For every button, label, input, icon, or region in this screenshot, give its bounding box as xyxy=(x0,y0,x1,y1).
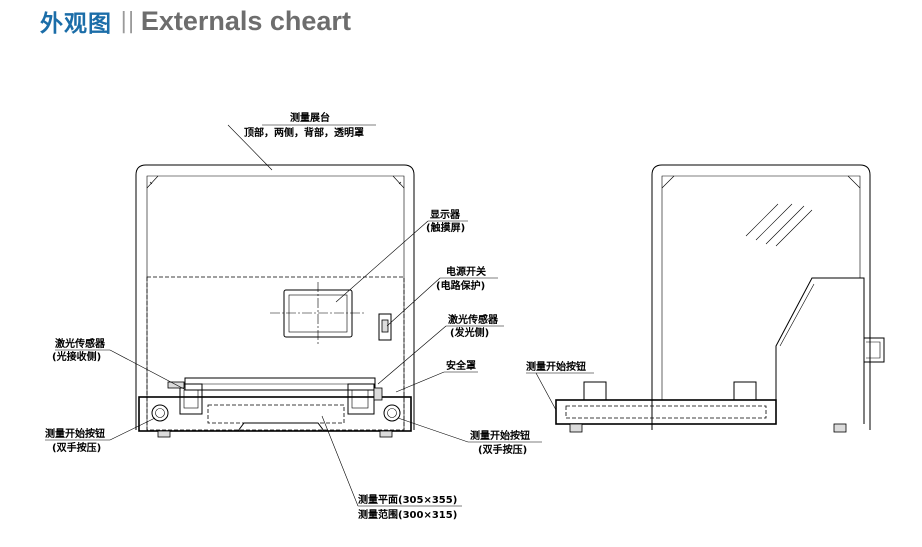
front-outer-frame xyxy=(135,164,415,430)
measure-plane-handle xyxy=(237,422,325,432)
front-chassis-outline xyxy=(146,276,405,431)
power-switch-body xyxy=(378,313,392,341)
side-rear-cabinet xyxy=(775,277,865,424)
label-start-button-right: 测量开始按钮 xyxy=(470,429,530,442)
side-inner-frame xyxy=(661,175,861,400)
front-inner-frame xyxy=(146,175,405,430)
label-housing-parts: 顶部，两侧，背部，透明罩 xyxy=(244,126,364,139)
label-start-button-left: 测量开始按钮 xyxy=(45,427,105,440)
label-power-switch-sub: (电路保护) xyxy=(436,279,485,292)
side-cabinet-slope xyxy=(779,283,815,347)
label-start-button-side: 测量开始按钮 xyxy=(526,360,586,373)
front-start-button-left xyxy=(151,404,169,422)
side-handle-inner xyxy=(866,341,881,359)
front-start-button-left-inner xyxy=(155,408,165,418)
label-start-button-right-sub: (双手按压) xyxy=(478,443,527,456)
side-foot-right xyxy=(833,423,847,433)
page-title-cn: 外观图 xyxy=(40,11,112,37)
side-plane-outline xyxy=(565,405,767,419)
side-outer-frame xyxy=(651,164,871,430)
side-sensor-left xyxy=(583,381,607,401)
laser-sensor-emitter xyxy=(347,383,383,415)
page-title-en: Externals cheart xyxy=(140,5,351,36)
title-separator: || xyxy=(120,8,135,34)
side-corner-bracket-left xyxy=(661,175,675,189)
front-base xyxy=(138,396,412,432)
label-safety-cover: 安全罩 xyxy=(446,359,476,372)
front-corner-bracket-left xyxy=(146,175,159,189)
side-sensor-right xyxy=(733,381,757,401)
front-foot-right xyxy=(379,430,393,438)
label-measure-plane: 测量平面(305×355) xyxy=(358,493,457,506)
label-power-switch: 电源开关 xyxy=(446,265,486,278)
label-housing: 测量展台 xyxy=(290,111,330,124)
front-view xyxy=(135,164,415,438)
front-start-button-right-inner xyxy=(387,408,397,418)
label-laser-emitter-sub: (发光侧) xyxy=(450,326,489,339)
side-handle xyxy=(864,337,885,363)
side-view xyxy=(555,164,885,433)
label-laser-receiver: 激光传感器 xyxy=(55,337,106,350)
label-display-sub: (触摸屏) xyxy=(426,221,465,234)
label-laser-receiver-sub: (光接收侧) xyxy=(52,350,101,363)
power-switch-lever xyxy=(381,319,389,333)
glass-reflection-marks xyxy=(745,203,813,247)
label-display: 显示器 xyxy=(430,209,461,221)
side-base xyxy=(555,399,777,425)
leader-lines xyxy=(45,124,594,507)
front-corner-bracket-right xyxy=(392,175,405,189)
label-measure-range: 测量范围(300×315) xyxy=(358,508,457,521)
label-laser-emitter: 激光传感器 xyxy=(448,313,499,326)
side-foot-left xyxy=(569,423,583,433)
page-header: 外观图 || Externals cheart xyxy=(40,4,351,38)
side-corner-bracket-right xyxy=(847,175,861,189)
front-start-button-right xyxy=(383,404,401,422)
front-foot-left xyxy=(157,430,171,438)
label-start-button-left-sub: (双手按压) xyxy=(52,441,101,454)
